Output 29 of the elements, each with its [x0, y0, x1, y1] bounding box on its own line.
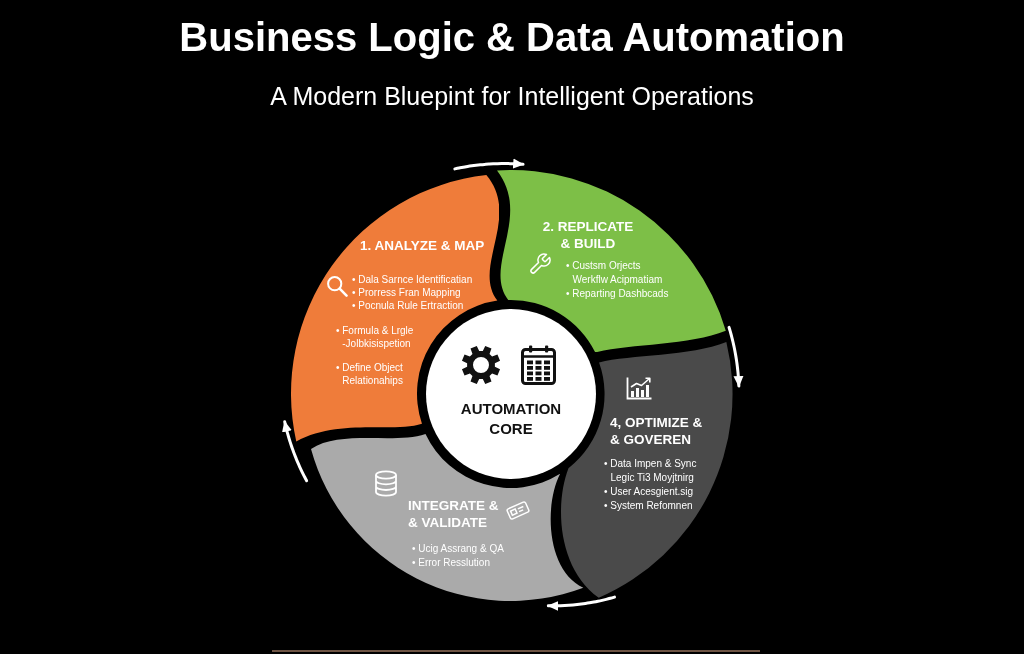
process-segment	[497, 170, 726, 353]
process-segment	[561, 341, 733, 598]
bullet-item: • System Refomnen	[604, 499, 693, 513]
bullet-item: • Pocnula Rule Ertraction	[352, 299, 464, 313]
step-heading: 2. REPLICATE & BUILD	[541, 218, 635, 252]
bullet-item: • Error Resslution	[412, 556, 490, 570]
center-hub	[426, 309, 596, 479]
subtitle: A Modern Bluepint for Intelligent Operations	[270, 81, 754, 111]
step-heading: 1. ANALYZE & MAP	[360, 237, 485, 254]
bullet-item: Werkflw Acipmatiam	[572, 273, 663, 287]
bullet-item: • Reparting Dashbcads	[566, 287, 669, 301]
cycle-arrow	[546, 595, 616, 611]
step-heading: 4, OPTIMIZE & & GOVEREN	[610, 414, 704, 448]
bullet-item: • Data Impen & Sync	[604, 457, 697, 471]
bullet-item: • User Acesgient.sig	[604, 485, 694, 499]
hub-label: AUTOMATION CORE	[459, 399, 563, 438]
process-segment	[311, 434, 584, 601]
title: Business Logic & Data Automation	[179, 14, 845, 60]
bullet-item: Legic Ti3 Moyjtnirg	[610, 471, 694, 485]
bullet-item: • Custsm Orjects	[566, 259, 641, 273]
cycle-arrow	[727, 325, 744, 388]
step-heading: INTEGRATE & & VALIDATE	[408, 497, 500, 531]
bullet-item: • Prorress Fran Mapping	[352, 286, 461, 300]
cycle-arrow	[453, 158, 525, 171]
bullet-item: • Dala Sarnce Identificatian	[352, 273, 473, 287]
bullet-item: • Define Object Relationahips	[336, 361, 404, 388]
bullet-item: • Formula & Lrgle -Jolbkisispetion	[336, 324, 415, 351]
bullet-item: • Ucig Assrang & QA	[412, 542, 504, 556]
cycle-arrow	[282, 420, 309, 483]
